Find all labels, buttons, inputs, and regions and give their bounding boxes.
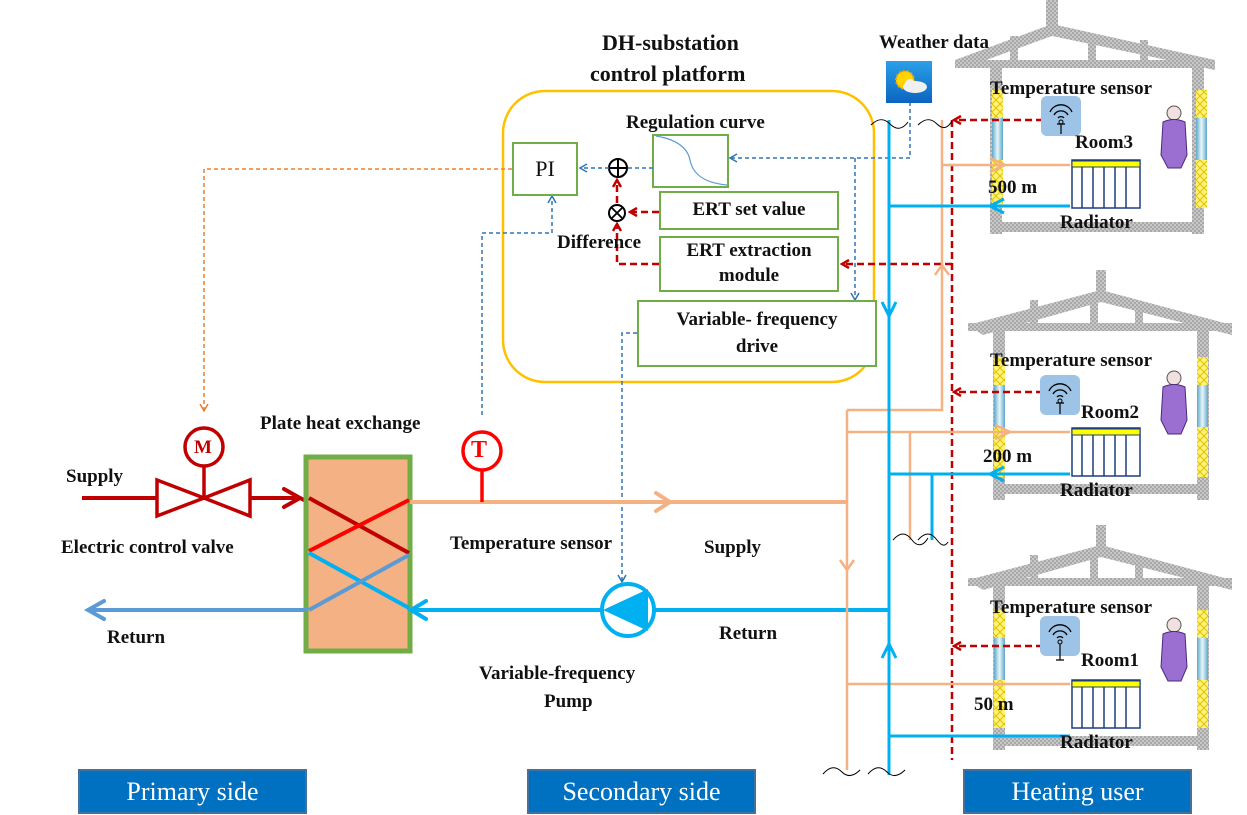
primary-supply-label: Supply <box>66 466 124 487</box>
electric-control-valve-label: Electric control valve <box>61 537 234 558</box>
pump-label-line1: Variable-frequency <box>479 663 636 684</box>
pipe-break-marks <box>822 119 953 777</box>
plate-heat-exchanger[interactable] <box>303 454 413 654</box>
house-insulation-windows <box>992 90 1208 728</box>
section-heating-user-label: Heating user <box>1011 776 1144 806</box>
regulation-curve-label: Regulation curve <box>626 112 765 133</box>
platform-title-line2: control platform <box>590 61 746 86</box>
person-icon-room2 <box>1160 370 1188 435</box>
room3-sensor-label: Temperature sensor <box>990 78 1153 99</box>
radiator-room2[interactable] <box>1071 427 1141 477</box>
primary-return-label: Return <box>107 627 166 648</box>
pi-controller-box[interactable]: PI <box>512 142 578 196</box>
room2-sensor-label: Temperature sensor <box>990 350 1153 371</box>
variable-frequency-pump[interactable] <box>600 582 656 638</box>
sum-junction-icon <box>608 158 628 178</box>
pump-label-line2: Pump <box>544 691 593 712</box>
person-icon-room3 <box>1160 105 1188 169</box>
regulation-curve-graph <box>655 135 728 186</box>
section-primary-label: Primary side <box>126 776 259 806</box>
secondary-supply-risers <box>838 120 1070 770</box>
vfd-line2: drive <box>735 335 779 357</box>
room1-radiator-label: Radiator <box>1060 732 1133 753</box>
wireless-sensor-icon-room1[interactable] <box>1040 616 1080 661</box>
weather-data-label: Weather data <box>879 32 989 53</box>
vfd-line1: Variable- frequency <box>676 308 838 330</box>
pi-label: PI <box>535 155 555 181</box>
section-secondary-side: Secondary side <box>527 769 756 814</box>
difference-junction-icon <box>608 204 626 222</box>
electric-control-valve[interactable] <box>155 426 252 519</box>
room2-radiator-label: Radiator <box>1060 480 1133 501</box>
radiator-room3[interactable] <box>1071 159 1141 209</box>
ert-extraction-module-box[interactable]: ERT extraction module <box>659 236 839 292</box>
primary-return-pipe <box>83 599 308 621</box>
ert-extraction-line2: module <box>718 265 780 286</box>
difference-label: Difference <box>557 232 642 253</box>
variable-frequency-drive-box[interactable]: Variable- frequency drive <box>637 300 877 367</box>
plate-heat-exchanger-label: Plate heat exchange <box>260 413 421 434</box>
secondary-supply-pipe <box>410 491 847 513</box>
room3-distance: 500 m <box>988 177 1038 198</box>
secondary-return-risers <box>880 120 1070 775</box>
supply-temperature-sensor[interactable] <box>461 430 503 502</box>
room3-name: Room3 <box>1075 132 1134 153</box>
room2-name: Room2 <box>1081 402 1140 423</box>
secondary-return-label: Return <box>719 623 778 644</box>
weather-sun-cloud-icon[interactable] <box>886 61 932 103</box>
room3-radiator-label: Radiator <box>1060 212 1133 233</box>
secondary-temperature-sensor-label: Temperature sensor <box>450 533 613 554</box>
secondary-supply-label: Supply <box>704 537 762 558</box>
ert-set-value-box[interactable]: ERT set value <box>659 191 839 230</box>
temperature-sensor-symbol: T <box>471 437 488 463</box>
section-heating-user: Heating user <box>963 769 1192 814</box>
ert-set-value-label: ERT set value <box>692 199 806 221</box>
room2-distance: 200 m <box>983 446 1033 467</box>
room1-distance: 50 m <box>974 694 1014 715</box>
radiator-room1[interactable] <box>1071 679 1141 729</box>
room1-name: Room1 <box>1081 650 1140 671</box>
ert-extraction-line1: ERT extraction <box>686 240 812 262</box>
control-platform-border <box>501 89 876 384</box>
room1-sensor-label: Temperature sensor <box>990 597 1153 618</box>
valve-motor-symbol: M <box>194 437 212 458</box>
wireless-sensor-icon-room3[interactable] <box>1041 96 1081 136</box>
valve-signal-line <box>199 168 512 413</box>
ert-signal-lines <box>617 120 1043 760</box>
wireless-sensor-icon-room2[interactable] <box>1040 375 1080 415</box>
control-signal-lines <box>481 95 911 584</box>
platform-title-line1: DH-substation <box>602 30 739 55</box>
section-primary-side: Primary side <box>78 769 307 814</box>
person-icon-room1 <box>1160 617 1188 682</box>
section-secondary-label: Secondary side <box>562 776 721 806</box>
